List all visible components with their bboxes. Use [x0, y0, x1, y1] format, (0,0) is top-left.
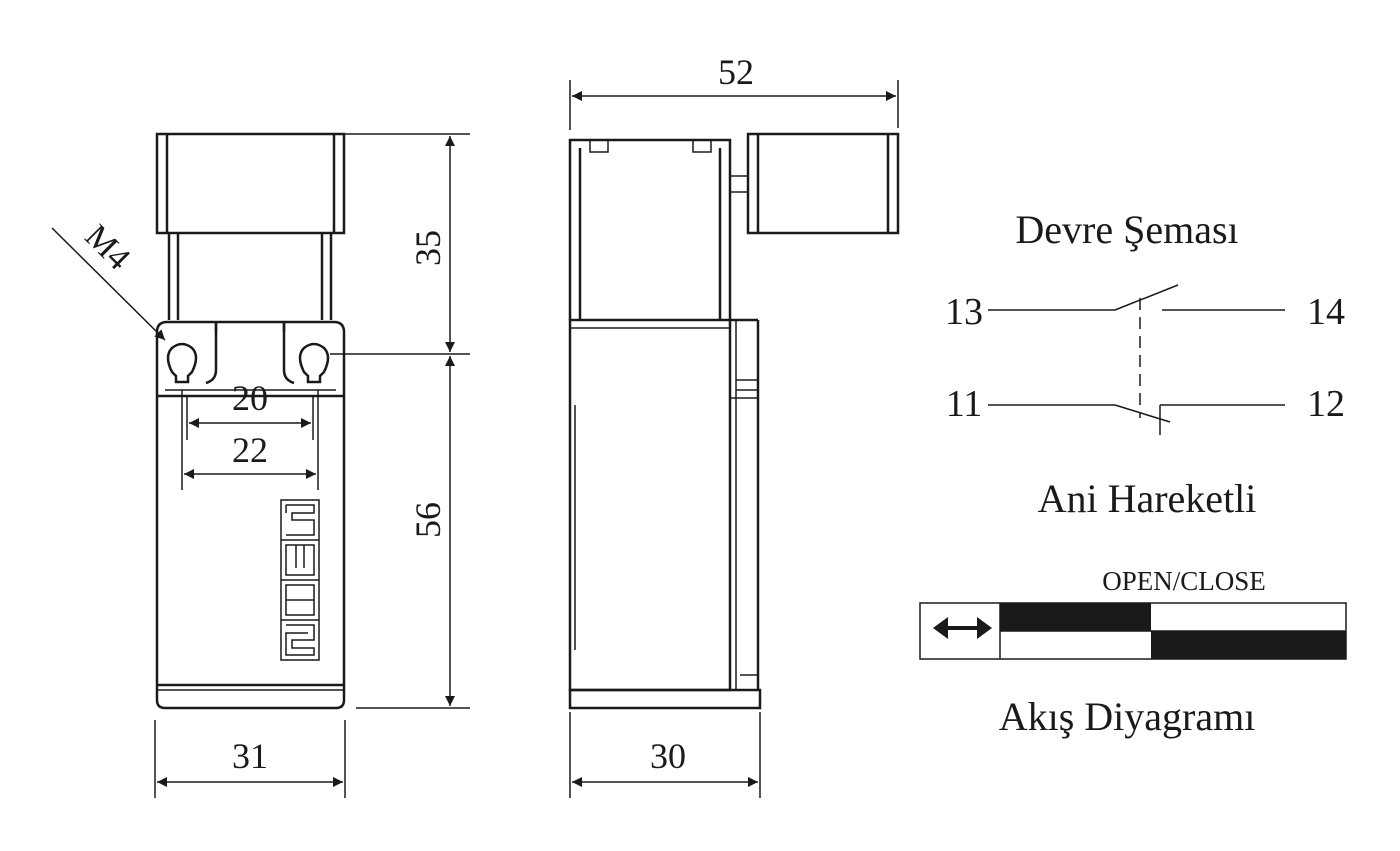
thread-label: M4 — [78, 218, 138, 278]
terminal-14: 14 — [1307, 291, 1345, 333]
front-view: M4 20 22 35 56 31 — [51, 132, 470, 798]
dim-body-width: 30 — [650, 736, 686, 776]
circuit-subtitle: Ani Hareketli — [1038, 476, 1257, 521]
terminal-11: 11 — [946, 383, 983, 425]
actuator-head — [155, 132, 346, 235]
side-base — [568, 688, 762, 710]
flow-bar-upper — [1000, 603, 1151, 631]
dim-hole-inner: 20 — [232, 378, 268, 418]
terminal-13: 13 — [945, 291, 983, 333]
switch-body — [155, 320, 346, 710]
dim-width: 31 — [232, 736, 268, 776]
dim-height-bottom: 56 — [408, 502, 448, 538]
emas-logo — [280, 499, 320, 661]
flow-title: Akış Diyagramı — [999, 694, 1256, 739]
flow-label: OPEN/CLOSE — [1102, 566, 1266, 596]
flow-diagram: OPEN/CLOSE Akış Diyagramı — [919, 566, 1347, 739]
terminal-12: 12 — [1307, 383, 1345, 425]
circuit-title: Devre Şeması — [1015, 207, 1238, 252]
nc-contact-blade — [1114, 404, 1171, 423]
mounting-slot-right — [298, 342, 330, 384]
side-actuator — [746, 132, 900, 235]
no-contact-blade — [1114, 284, 1179, 311]
side-view: 52 30 — [568, 52, 900, 798]
thread-leader — [51, 227, 166, 341]
double-arrow-icon — [933, 617, 992, 639]
mounting-slot-left — [166, 342, 198, 384]
dim-hole-outer: 22 — [232, 430, 268, 470]
dim-height-top: 35 — [408, 230, 448, 266]
flow-bar-lower — [1151, 631, 1346, 659]
circuit-diagram: Devre Şeması 13 14 11 12 Ani Hareketli — [945, 207, 1345, 521]
side-body — [568, 318, 732, 692]
dim-total-width: 52 — [718, 52, 754, 92]
side-head — [568, 138, 732, 320]
